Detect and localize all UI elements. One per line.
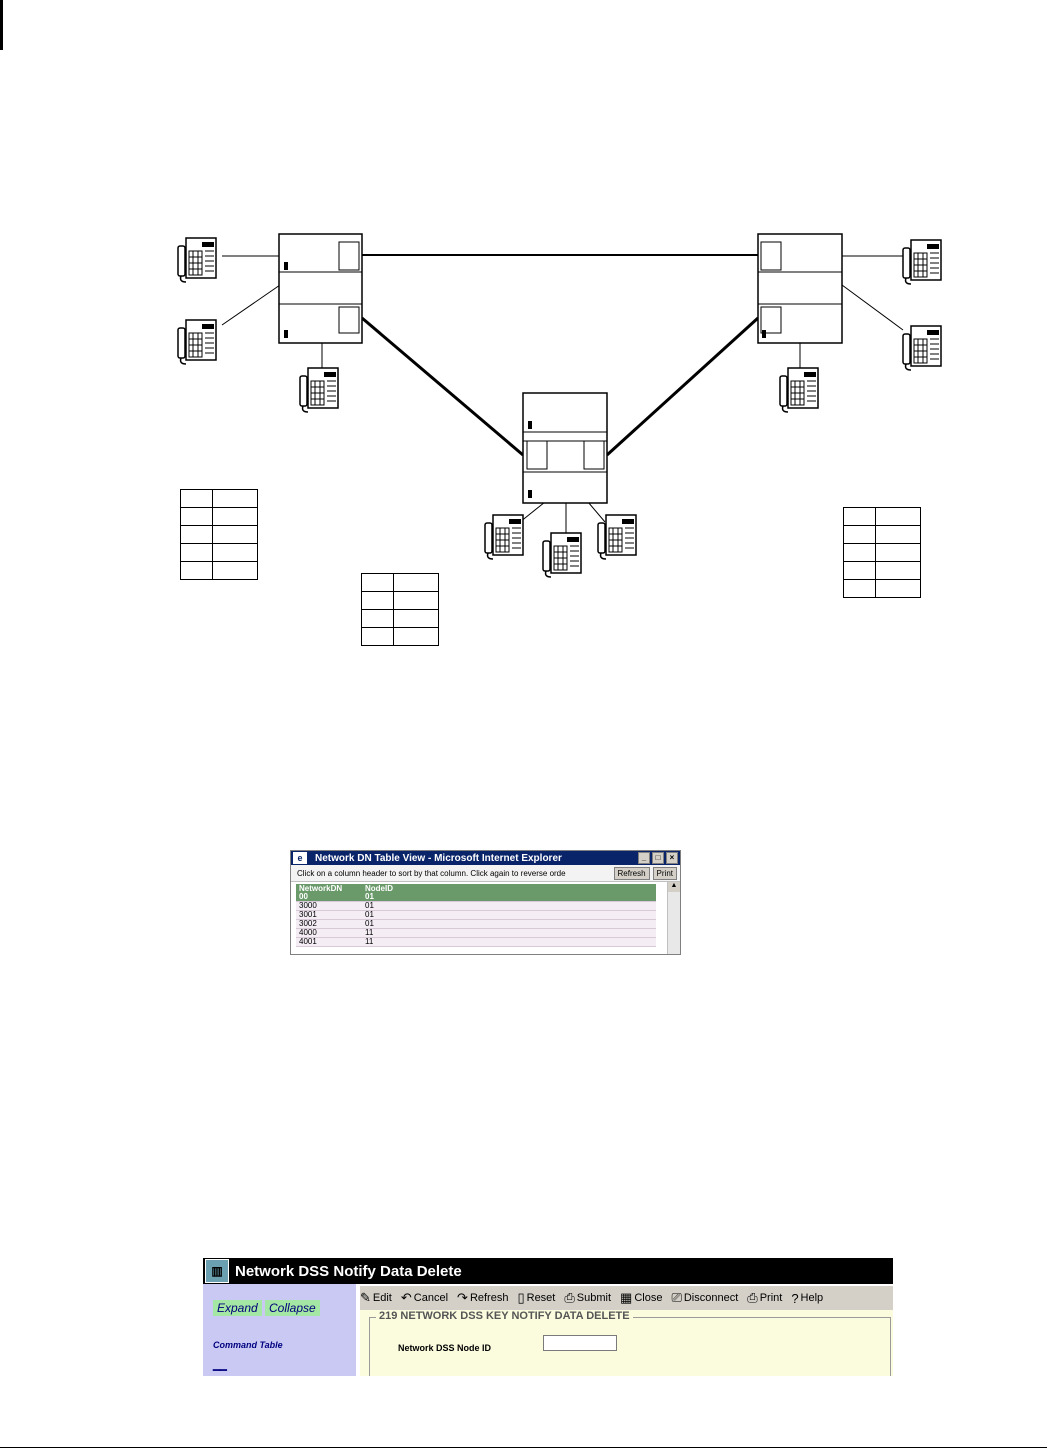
telephone-icon [902,239,942,285]
help-icon: ? [791,1290,799,1306]
cancel-button[interactable]: ↶Cancel [401,1290,448,1306]
submit-icon: ⎙ [564,1290,575,1305]
close-label: Close [634,1292,663,1304]
nodeid-cell: 01 [365,892,374,901]
node-id-label: Network DSS Node ID [398,1343,492,1353]
disconnect-icon: ⎚ [671,1290,682,1305]
dss-notify-delete-window: ▥ Network DSS Notify Data Delete Expand … [203,1258,893,1376]
scroll-up-arrow-icon[interactable]: ▲ [668,882,680,892]
telephone-icon [177,237,217,283]
nodeid-cell: 01 [365,919,374,928]
cancel-label: Cancel [413,1292,449,1304]
close-button[interactable]: ▦Close [620,1290,662,1306]
reset-label: Reset [526,1292,556,1304]
sort-hint: Click on a column header to sort by that… [297,868,566,878]
node-table-left [180,489,258,580]
network-dn-table-window: e Network DN Table View - Microsoft Inte… [290,850,681,955]
emanager-app-icon: ▥ [205,1259,229,1283]
pbx-node-right [757,233,843,344]
column-header-nodeid[interactable]: NodeID [365,884,393,893]
refresh-button[interactable]: Refresh [613,866,650,880]
telephone-icon [542,532,582,578]
table-row[interactable]: 00 01 [296,893,656,902]
telephone-icon [902,325,942,371]
refresh-button[interactable]: ↷Refresh [457,1290,508,1306]
networkdn-cell: 00 [299,892,308,901]
minimize-icon[interactable]: _ [638,852,650,864]
telephone-icon [779,367,819,413]
help-button[interactable]: ?Help [791,1291,823,1306]
print-button[interactable]: Print [652,866,677,880]
document-icon: ▯ [517,1290,525,1305]
nodeid-cell: 01 [365,901,374,910]
telephone-icon [484,514,524,560]
internet-explorer-icon: e [293,852,307,864]
pbx-node-left [278,233,363,344]
node-table-right [843,507,921,598]
telephone-icon [177,319,217,365]
collapse-button[interactable]: Collapse [265,1300,320,1316]
refresh-label: Refresh [469,1292,509,1304]
submit-button[interactable]: ⎙Submit [564,1290,611,1306]
nodeid-cell: 11 [365,937,374,946]
form-toolbar: ✎Edit ↶Cancel ↷Refresh ▯Reset ⎙Submit ▦C… [360,1286,893,1310]
disconnect-button[interactable]: ⎚Disconnect [671,1290,738,1306]
program-fieldset: 219 NETWORK DSS KEY NOTIFY DATA DELETE N… [369,1310,891,1376]
nodeid-cell: 01 [365,910,374,919]
table-row[interactable]: 3002 01 [296,920,656,929]
table-row[interactable]: 4000 11 [296,929,656,938]
table-row[interactable]: 3001 01 [296,911,656,920]
redo-icon: ↷ [457,1290,468,1305]
reset-button[interactable]: ▯Reset [517,1290,555,1306]
navigation-panel: Expand Collapse Command Table ▔▔ [203,1284,356,1376]
vertical-scrollbar[interactable]: ▲ [667,882,680,954]
networkdn-cell: 3000 [299,901,317,910]
table-row[interactable]: 3000 01 [296,902,656,911]
node-table-center [361,573,439,646]
table-row[interactable]: 4001 11 [296,938,656,947]
grid-header: NetworkDN NodeID [296,884,656,893]
networkdn-cell: 3001 [299,910,317,919]
em-titlebar: ▥ Network DSS Notify Data Delete [203,1258,893,1284]
nodeid-cell: 11 [365,928,374,937]
window-title: Network DN Table View - Microsoft Intern… [315,852,562,864]
printer-icon: ⎙ [747,1290,758,1305]
truncated-nav-item: ▔▔ [213,1370,227,1376]
column-header-networkdn[interactable]: NetworkDN [299,884,343,893]
networkdn-cell: 3002 [299,919,317,928]
trunk-link-right-center [605,316,760,457]
networkdn-cell: 4001 [299,937,317,946]
telephone-icon [597,514,637,560]
page-corner-mark [0,0,3,50]
maximize-icon[interactable]: □ [652,852,664,864]
footer-rule [0,1447,1047,1448]
network-diagram [177,233,942,578]
pbx-node-center [522,392,608,504]
undo-icon: ↶ [400,1290,412,1305]
edit-icon: ✎ [360,1290,371,1305]
close-table-icon: ▦ [620,1290,633,1305]
network-dss-node-id-input[interactable] [543,1335,617,1351]
expand-button[interactable]: Expand [213,1300,262,1316]
edit-label: Edit [372,1292,392,1304]
networkdn-cell: 4000 [299,928,317,937]
ie-toolbar: Click on a column header to sort by that… [291,865,680,882]
telephone-icon [299,367,339,413]
network-dn-grid: NetworkDN NodeID 00 01 3000 01 3001 01 3… [296,884,656,947]
section-title: 219 NETWORK DSS KEY NOTIFY DATA DELETE [376,1310,633,1322]
edit-button[interactable]: ✎Edit [360,1290,392,1306]
help-label: Help [800,1292,824,1304]
print-label: Print [759,1292,783,1304]
trunk-link-left-center [361,316,524,457]
print-button[interactable]: ⎙Print [747,1290,782,1306]
disconnect-label: Disconnect [683,1292,739,1304]
command-table-link[interactable]: Command Table [213,1340,283,1350]
ie-titlebar: e Network DN Table View - Microsoft Inte… [291,851,680,865]
submit-label: Submit [576,1292,612,1304]
form-content: 219 NETWORK DSS KEY NOTIFY DATA DELETE N… [360,1310,893,1376]
close-icon[interactable]: × [666,852,678,864]
window-title: Network DSS Notify Data Delete [235,1262,462,1280]
